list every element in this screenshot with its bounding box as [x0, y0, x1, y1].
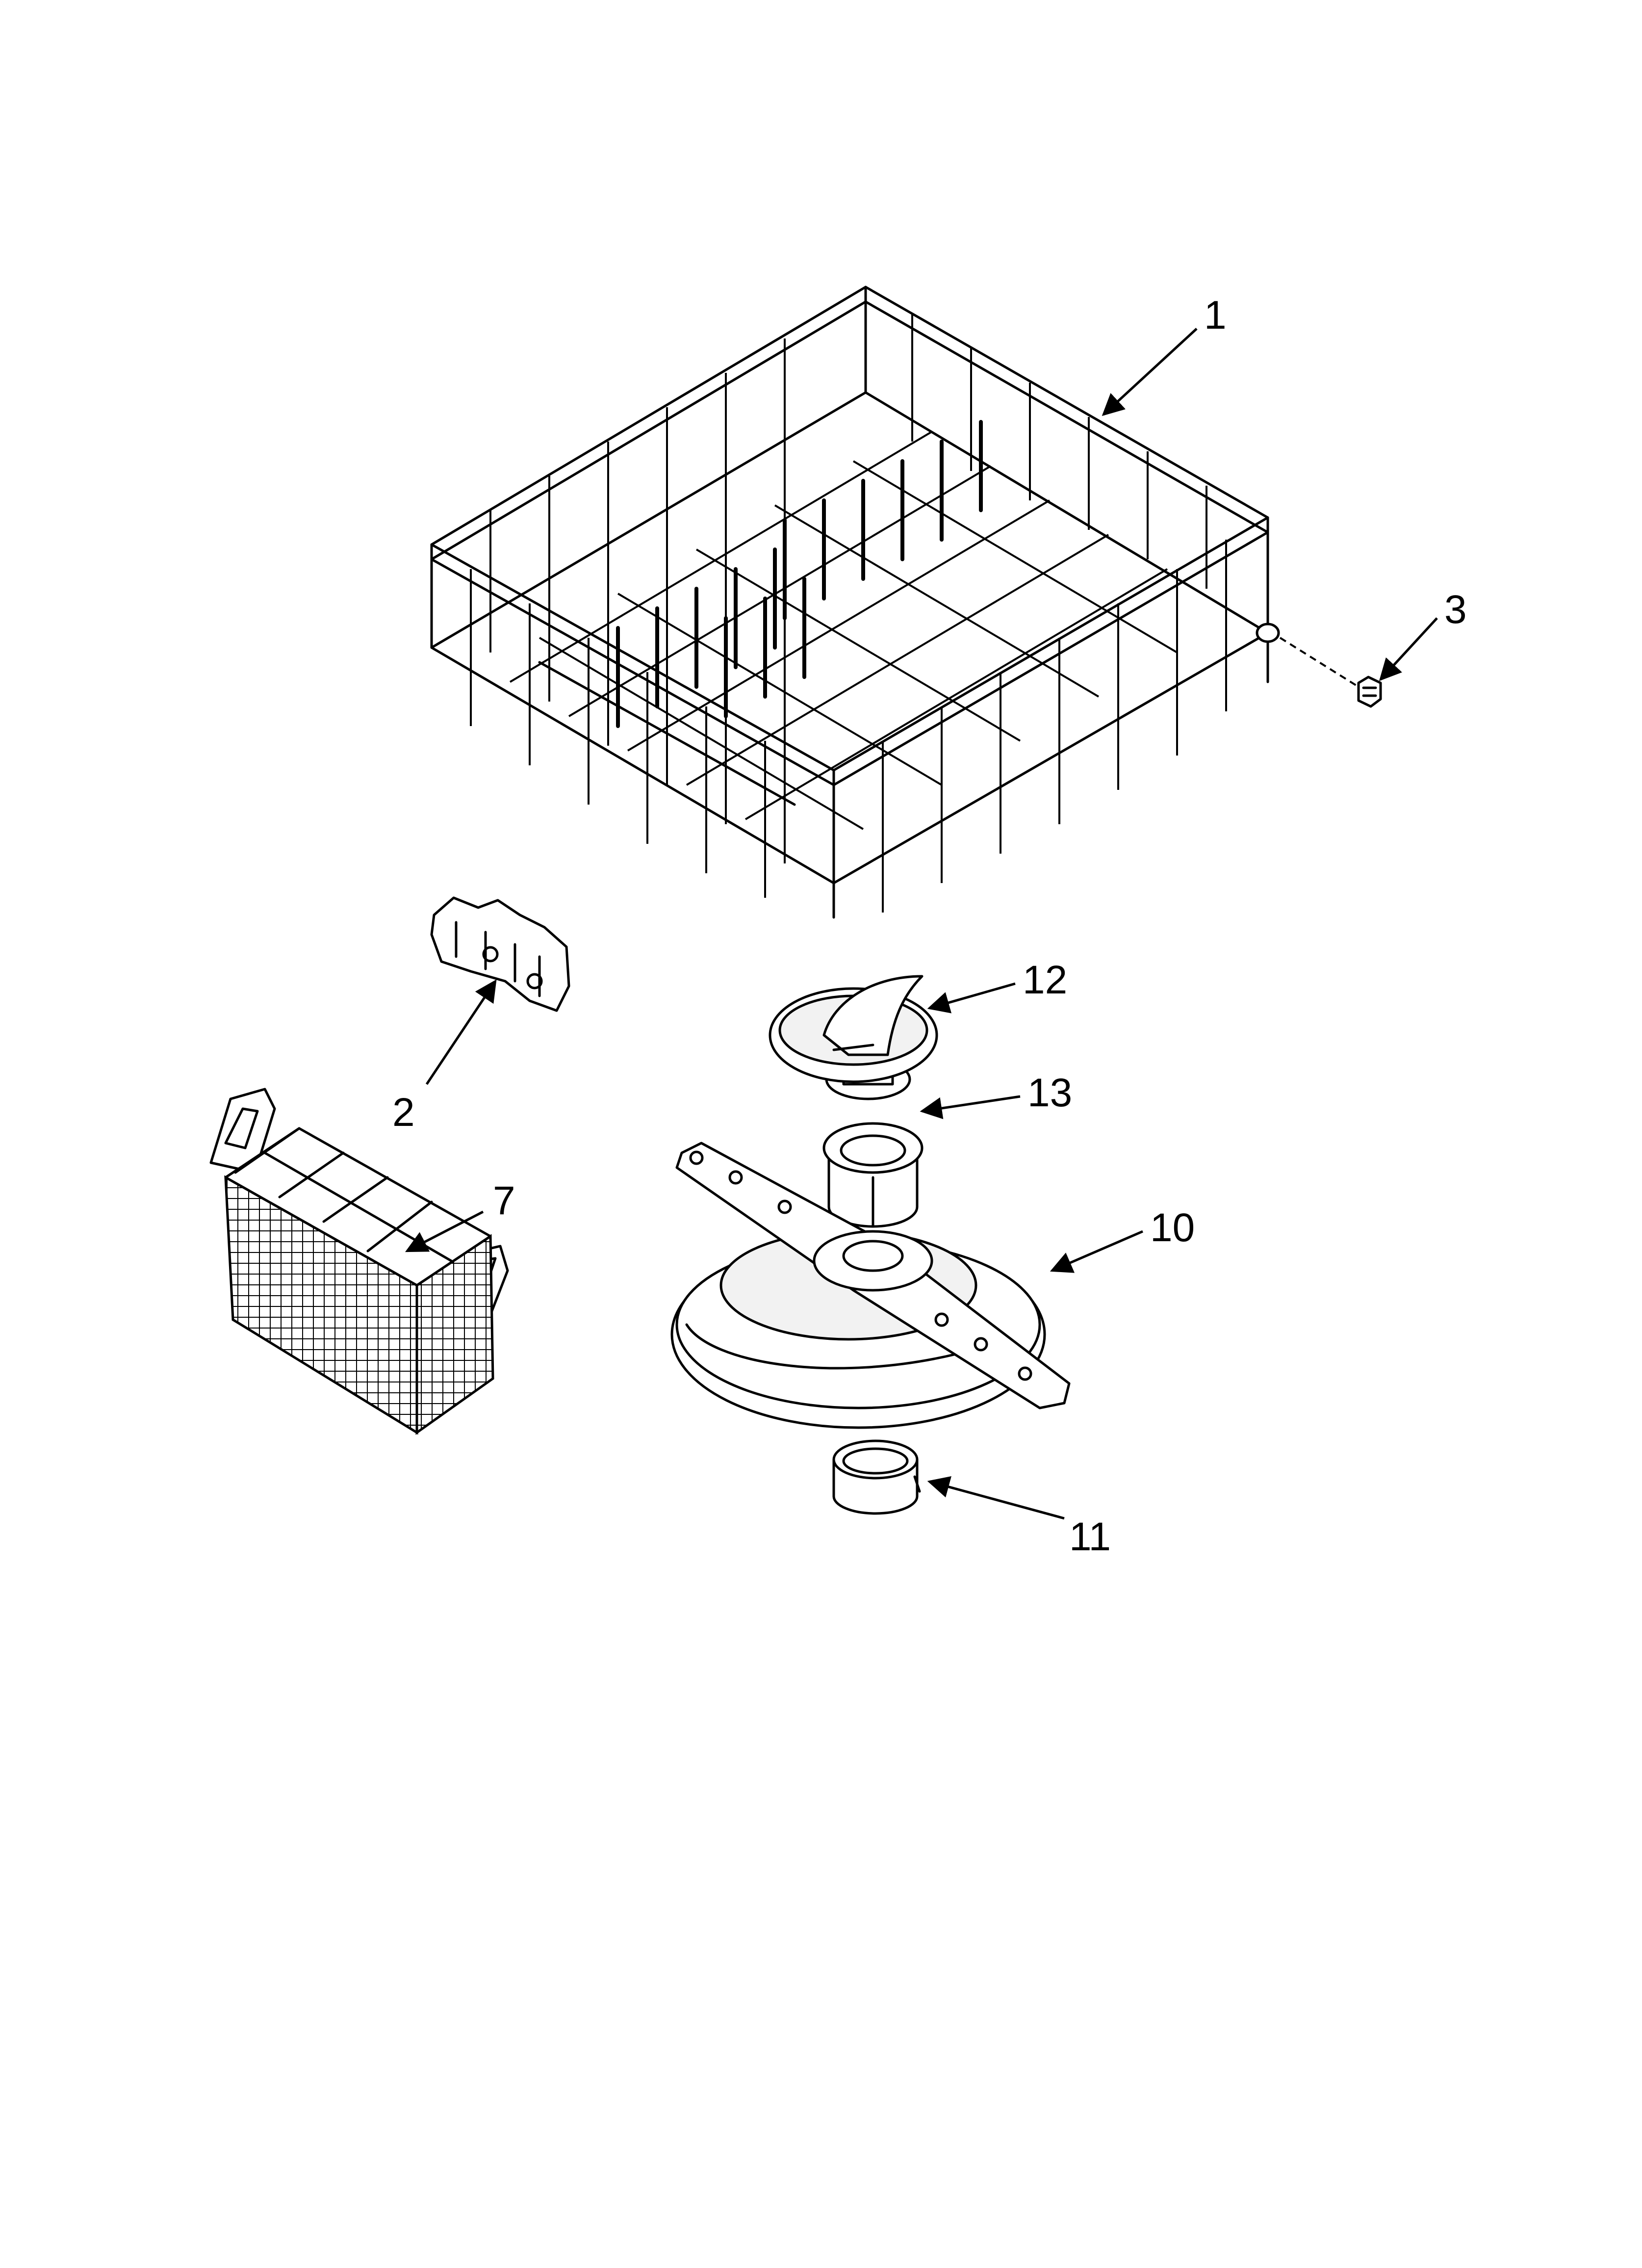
callout-3: 3	[1444, 587, 1467, 632]
callout-10: 10	[1150, 1205, 1195, 1250]
spray-arm-manifold	[670, 1142, 1071, 1429]
bearing-ring	[822, 1122, 924, 1228]
rack-wheel	[1279, 637, 1382, 708]
callout-11: 11	[1069, 1514, 1111, 1559]
callout-13: 13	[1027, 1070, 1072, 1115]
spray-arm-nut	[769, 975, 938, 1100]
silverware-basket	[209, 1088, 509, 1435]
callout-12: 12	[1023, 958, 1067, 1002]
lower-dish-rack	[430, 286, 1280, 919]
manifold-seal-ring	[832, 1439, 921, 1515]
callout-7: 7	[493, 1178, 515, 1223]
leader-lines	[405, 328, 1438, 1520]
rack-clip	[430, 896, 570, 1012]
callout-1: 1	[1204, 293, 1227, 338]
callout-2: 2	[392, 1090, 415, 1135]
callout-labels: 1 3 2 7 12 13 10 11	[392, 293, 1467, 1559]
